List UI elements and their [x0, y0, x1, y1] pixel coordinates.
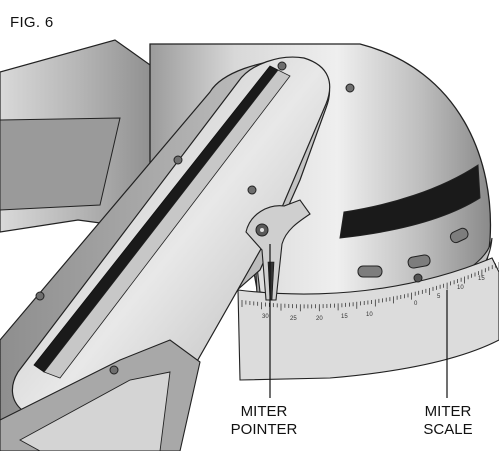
scale-tick-labels: 30 25 20 15 10 0 5 10 15 [262, 276, 485, 322]
scale-tick-label: 15 [478, 276, 485, 282]
table-insert-plate [11, 56, 331, 451]
disc-recess-slot [339, 164, 481, 239]
screw-head [277, 61, 287, 71]
callout-line: POINTER [230, 421, 298, 438]
miter-pointer-screw-center [260, 228, 264, 232]
scale-tick-label: 10 [366, 312, 373, 318]
scale-tick-label: 0 [414, 301, 418, 307]
screw-head [35, 291, 45, 301]
callout-miter-scale: MITER SCALE [398, 403, 498, 439]
scale-tick-label: 5 [437, 294, 441, 300]
callout-miter-pointer: MITER POINTER [214, 403, 314, 439]
front-arm-inset [19, 371, 171, 451]
detent-notch [407, 254, 431, 269]
callout-line: MITER [240, 403, 288, 420]
callout-line: SCALE [423, 421, 473, 438]
scale-tick-label: 30 [262, 314, 269, 320]
screw-head [109, 365, 119, 375]
scale-tick-label: 25 [290, 316, 297, 322]
figure-label: FIG. 6 [10, 14, 54, 31]
scale-tick-label: 10 [457, 285, 464, 291]
screw-head [173, 155, 183, 165]
left-fence-face [0, 117, 121, 211]
insert-screws [35, 61, 355, 375]
screw-head [247, 185, 257, 195]
screw-head [345, 83, 355, 93]
kerf-slot-highlight [43, 69, 291, 379]
detent-notch [357, 265, 383, 278]
detent-notch [449, 227, 469, 244]
callout-line: MITER [424, 403, 472, 420]
scale-tick-label: 15 [341, 314, 348, 320]
screw-head [413, 273, 423, 283]
scale-tick-label: 20 [316, 316, 323, 322]
